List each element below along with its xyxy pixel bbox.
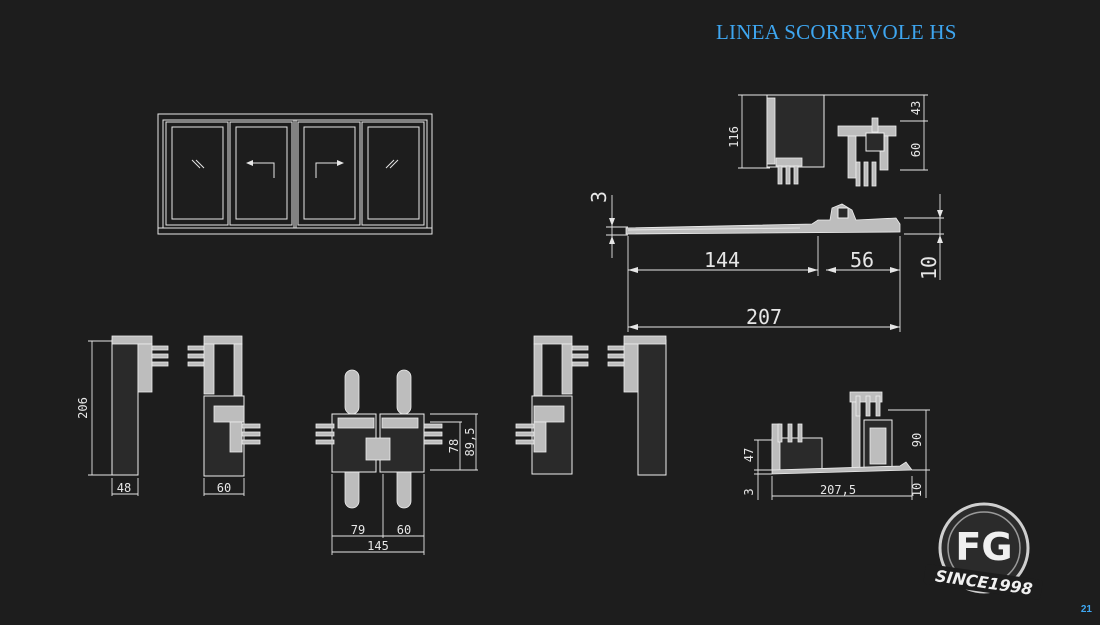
dim-207-5: 207,5 (820, 483, 856, 497)
dim-43: 43 (909, 101, 923, 115)
dim-10-threshold: 10 (917, 256, 941, 280)
head-section-detail: 116 43 60 (727, 94, 928, 187)
dim-60-interlock: 60 (397, 523, 411, 537)
dim-78: 78 (447, 439, 461, 453)
fg-logo: FG SINCE1998 (923, 502, 1043, 600)
fixed-frame-section-right (607, 335, 667, 476)
sill-section-detail: 47 3 207,5 90 10 (742, 391, 930, 500)
dim-3-threshold: 3 (587, 191, 611, 203)
dim-79: 79 (351, 523, 365, 537)
dim-56: 56 (850, 248, 874, 272)
logo-letters: FG (955, 525, 1012, 569)
dim-144: 144 (704, 248, 740, 272)
sash-frame-section: 60 (187, 335, 261, 496)
dim-90: 90 (910, 433, 924, 447)
dim-47: 47 (742, 448, 756, 462)
sash-section-right (515, 335, 589, 475)
threshold-detail: 3 144 56 207 10 (587, 191, 944, 332)
window-elevation (157, 113, 433, 235)
dim-10-base: 10 (910, 483, 924, 497)
dim-60-sash: 60 (217, 481, 231, 495)
interlock-section: 79 60 145 78 89,5 (315, 369, 478, 555)
dim-206: 206 (76, 397, 90, 419)
dim-207: 207 (746, 305, 782, 329)
dim-145: 145 (367, 539, 389, 553)
page-number: 21 (1080, 604, 1092, 615)
dim-89-5: 89,5 (463, 428, 477, 457)
page-title: LINEA SCORREVOLE HS (716, 20, 957, 44)
dim-116: 116 (727, 126, 741, 148)
dim-60-top: 60 (909, 143, 923, 157)
dim-48: 48 (117, 481, 131, 495)
dim-3-base: 3 (742, 488, 756, 495)
fixed-frame-section: 206 48 (76, 335, 169, 496)
